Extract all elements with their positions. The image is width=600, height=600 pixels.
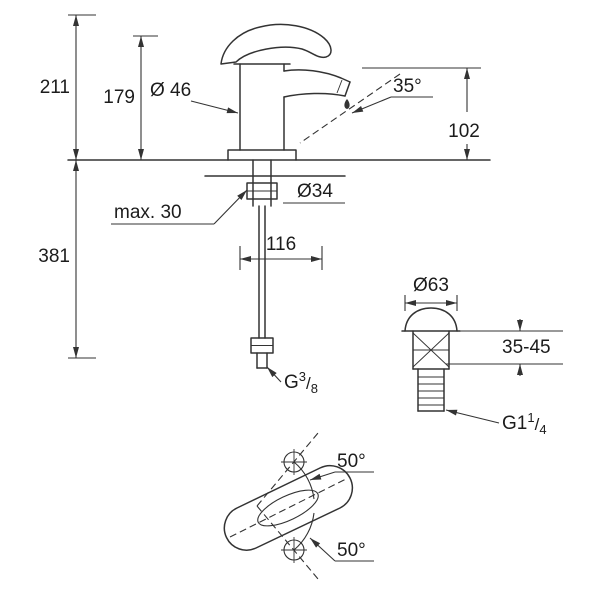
dim-outlet-height: 102 [362, 67, 481, 160]
thread-prefix: G1 [502, 413, 527, 434]
dim-hole-diameter: Ø34 [297, 181, 333, 202]
top-view-outline [223, 464, 354, 551]
dim-max-deck-thickness: max. 30 [111, 189, 248, 225]
drain-dome [404, 307, 458, 332]
angle-arc-upper [293, 461, 315, 500]
spout-top-edge [283, 69, 351, 83]
overall-height-label: 211 [40, 77, 70, 98]
stream-axis-dashed [299, 73, 401, 144]
mounting-section [67, 159, 491, 369]
flange-diameter-label: Ø63 [413, 275, 449, 296]
thread-denominator: 8 [311, 381, 318, 396]
dim-overall-height: 211 [40, 14, 96, 160]
dim-swivel-lower: 50° [309, 537, 374, 562]
swivel-lower-label: 50° [337, 540, 366, 561]
hole-diameter-label: Ø34 [297, 181, 333, 202]
dim-swivel-upper: 50° [309, 451, 374, 481]
supply-thread-label: G3/8 [284, 369, 318, 396]
top-view-lever-inner [257, 489, 319, 527]
spout-angle-label: 35° [393, 76, 422, 97]
spout-tip-face [344, 81, 351, 97]
leader-line [213, 189, 248, 225]
center-axis-dashed [229, 477, 349, 538]
swivel-upper-label: 50° [337, 451, 366, 472]
dim-spout-angle: 35° [299, 73, 433, 144]
hose-length-label: 381 [38, 246, 70, 267]
drain-fitting-view: Ø63 35-45 G11/4 [401, 275, 563, 437]
leader-line [266, 366, 282, 383]
dim-flange-diameter: Ø63 [404, 275, 458, 311]
leader-line [190, 100, 239, 114]
aerator-line [336, 79, 343, 94]
dim-clamp-range: 35-45 [446, 319, 563, 376]
projection-label: 116 [266, 234, 296, 255]
body-diameter-label: Ø 46 [150, 80, 191, 101]
dim-lever-height: 179 [103, 35, 158, 160]
thread-denominator: 4 [539, 422, 546, 437]
dim-waste-thread: G11/4 [445, 409, 547, 437]
dim-projection: 116 [239, 234, 323, 270]
clamp-range-label: 35-45 [502, 337, 551, 358]
outlet-height-label: 102 [448, 121, 480, 142]
dim-body-diameter: Ø 46 [150, 80, 239, 114]
thread-numerator: 3 [299, 369, 306, 384]
escutcheon-base [227, 149, 297, 161]
angle-arc-lower [293, 512, 315, 551]
thread-numerator: 1 [527, 410, 534, 425]
waste-thread-label: G11/4 [502, 410, 547, 437]
lever-handle-outline [220, 23, 332, 65]
faucet-side-view [220, 23, 351, 161]
leader-line [309, 537, 336, 562]
lever-height-label: 179 [103, 87, 135, 108]
thread-slash: / [535, 415, 540, 434]
spout-bottom-edge [283, 92, 346, 98]
drain-body-hatch-2 [412, 332, 450, 368]
max-deck-label: max. 30 [114, 202, 182, 223]
leader-line [309, 471, 336, 481]
thread-prefix: G [284, 372, 299, 393]
dim-hose-length: 381 [38, 160, 96, 359]
leader-line [445, 409, 500, 424]
leader-line [351, 96, 392, 114]
faucet-top-view: 50° 50° [223, 432, 374, 580]
thread-slash: / [306, 374, 311, 393]
dim-supply-thread: G3/8 [266, 366, 318, 396]
water-drop [344, 99, 350, 109]
mounting-nut [246, 182, 278, 200]
hose-connector-nut [250, 337, 274, 354]
